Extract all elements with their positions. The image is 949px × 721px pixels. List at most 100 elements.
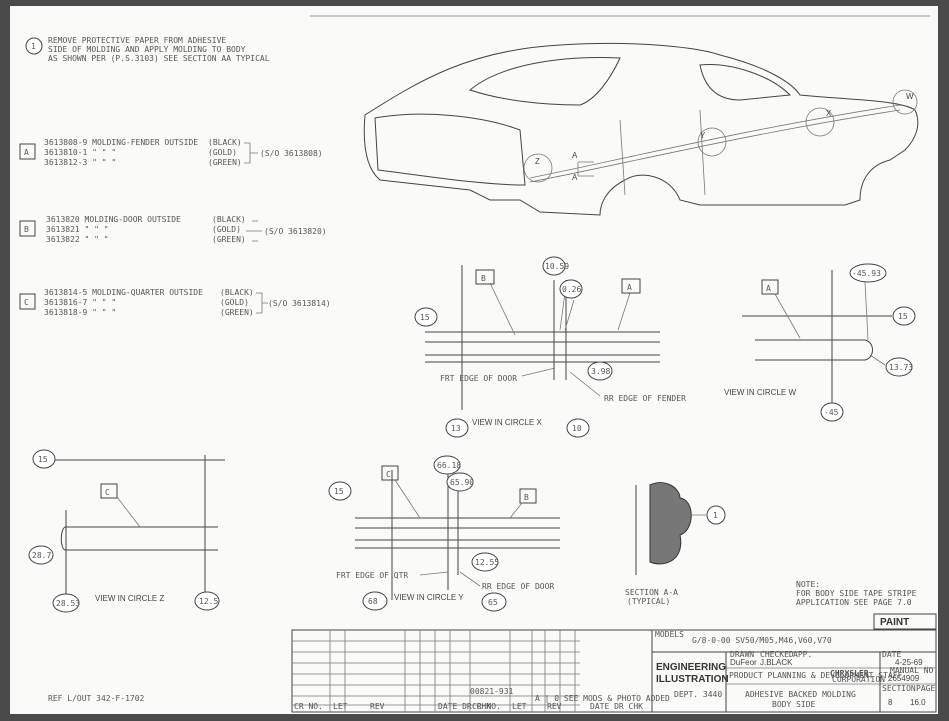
models-label: MODELS — [655, 630, 684, 639]
annotation: FRT EDGE OF DOOR — [440, 374, 517, 383]
part-color: (BLACK) — [220, 288, 254, 297]
note-line: APPLICATION SEE PAGE 7.0 — [796, 598, 912, 607]
chrysler-logo-subtext: CORPORATION — [832, 675, 885, 684]
annotation: RR EDGE OF DOOR — [482, 582, 554, 591]
view-circle-y: 66.18 65.90 C B 15 12.55 FRT EDGE OF QTR… — [328, 455, 560, 612]
callout-number: 1 — [713, 511, 718, 520]
part-color: (GREEN) — [208, 158, 242, 167]
dimension: 68 — [368, 597, 378, 606]
annotation: FRT EDGE OF QTR — [336, 571, 408, 580]
part-row: 3613822 " " " — [46, 235, 109, 244]
label-c: C — [105, 488, 110, 497]
drawn-value: DuFeor — [730, 658, 757, 667]
dimension: 65.90 — [450, 478, 474, 487]
view-title: VIEW IN CIRCLE Z — [95, 594, 164, 603]
view-title: VIEW IN CIRCLE Y — [394, 593, 464, 602]
date-value: 4-25-69 — [895, 658, 923, 667]
label-b: B — [524, 493, 529, 502]
drawing-title: ADHESIVE BACKED MOLDING — [745, 690, 856, 699]
note-1: 1 REMOVE PROTECTIVE PAPER FROM ADHESIVE … — [25, 36, 270, 63]
engineering-label: ENGINEERING — [656, 662, 726, 673]
circle-label: W — [906, 92, 914, 101]
dept-label: DEPT. 3440 — [674, 690, 722, 699]
manual-value: 2654909 — [888, 674, 920, 683]
part-key: A — [24, 148, 29, 157]
dimension: 12.5 — [199, 597, 218, 606]
dimension: 65 — [488, 598, 498, 607]
part-row: 3613814-5 MOLDING-QUARTER OUTSIDE — [44, 288, 203, 297]
dimension: -45.93 — [852, 269, 881, 278]
title-block: PAINT CR NO. LET REV DATE DR CHK CR NO. … — [291, 613, 938, 713]
part-row: 3613812-3 " " " — [44, 158, 116, 167]
callout-number: 1 — [31, 42, 36, 51]
column-header: REV — [370, 702, 385, 711]
app-label: APP. — [793, 650, 812, 659]
dimension: 15 — [38, 455, 48, 464]
callout-circle — [25, 37, 43, 55]
label-b: B — [481, 274, 486, 283]
part-row: 3613821 " " " — [46, 225, 109, 234]
part-row: 3613820 MOLDING-DOOR OUTSIDE — [46, 215, 181, 224]
column-header: REV — [547, 702, 562, 711]
view-circle-z: 15 C 28.7 28.53 VIEW IN CIRCLE Z 12.5 — [28, 449, 225, 613]
part-list-c: C 3613814-5 MOLDING-QUARTER OUTSIDE 3613… — [19, 288, 331, 317]
dimension: 10 — [572, 424, 582, 433]
dimension: 12.55 — [475, 558, 499, 567]
revision-entry: A | 0 SEE MODS & PHOTO ADDED — [535, 694, 670, 703]
part-ref: (S/O 3613820) — [264, 227, 327, 236]
note-line: AS SHOWN PER (P.S.3103) SEE SECTION AA T… — [48, 54, 270, 63]
column-header: DATE DR CHK — [438, 702, 491, 711]
note-line: NOTE: — [796, 580, 820, 589]
dimension: 3.98 — [591, 367, 610, 376]
chrysler-logo-text: CHRYSLER — [830, 669, 869, 678]
column-header: CR NO. — [472, 702, 501, 711]
section-label: SECTION — [882, 684, 916, 693]
circle-y — [697, 127, 727, 157]
dimension: 0.26 — [562, 285, 581, 294]
date-label: DATE — [882, 650, 901, 659]
part-list-b: B 3613820 MOLDING-DOOR OUTSIDE 3613821 "… — [19, 215, 327, 244]
dimension: 13.73 — [889, 363, 913, 372]
part-color: (GREEN) — [220, 308, 254, 317]
view-circle-w: A -45.93 15 13.73 VIEW IN CIRCLE W -45 — [724, 263, 916, 422]
dimension: 15 — [898, 312, 908, 321]
section-mark: A — [572, 151, 578, 160]
part-ref: (S/O 3613814) — [268, 299, 331, 308]
circle-x — [805, 107, 835, 137]
drawing-subtitle: BODY SIDE — [772, 700, 816, 709]
label-c: C — [386, 470, 391, 479]
part-color: (GOLD) — [212, 225, 241, 234]
note-line: FOR BODY SIDE TAPE STRIPE — [796, 589, 917, 598]
checked-label: CHECKED — [760, 650, 794, 659]
part-list-a: A 3613808-9 MOLDING-FENDER OUTSIDE 36138… — [19, 138, 323, 167]
part-key: B — [24, 225, 29, 234]
part-row: 3613816-7 " " " — [44, 298, 116, 307]
circle-label: X — [826, 109, 832, 118]
part-row: 3613818-9 " " " — [44, 308, 116, 317]
column-header: CR NO. — [294, 702, 323, 711]
circle-label: Z — [535, 157, 540, 166]
part-row: 3613808-9 MOLDING-FENDER OUTSIDE — [44, 138, 198, 147]
label-a: A — [766, 284, 771, 293]
note-2: NOTE: FOR BODY SIDE TAPE STRIPE APPLICAT… — [796, 580, 917, 607]
illustration-label: ILLUSTRATION — [656, 674, 729, 685]
annotation: RR EDGE OF FENDER — [604, 394, 686, 403]
dimension: 10.59 — [545, 262, 569, 271]
part-color: (BLACK) — [212, 215, 246, 224]
section-mark: A — [572, 173, 578, 182]
part-color: (BLACK) — [208, 138, 242, 147]
models-value: G/8-0-00 SV50/M05,M46,V60,V70 — [692, 636, 832, 645]
note-line: SIDE OF MOLDING AND APPLY MOLDING TO BOD… — [48, 45, 246, 54]
page-label: PAGE — [916, 684, 935, 693]
part-color: (GREEN) — [212, 235, 246, 244]
view-circle-x: B A 10.59 0.26 15 3.98 FRT EDGE OF DOOR … — [414, 256, 686, 438]
section-subtitle: (TYPICAL) — [627, 597, 670, 606]
part-color: (GOLD) — [208, 148, 237, 157]
section-a-a: 1 SECTION A-A (TYPICAL) — [625, 482, 726, 606]
reference-layout: REF L/OUT 342-F-1702 — [48, 694, 145, 703]
checked-value: J.BLACK — [760, 658, 793, 667]
dimension: -45 — [824, 408, 839, 417]
paint-label: PAINT — [880, 617, 909, 628]
